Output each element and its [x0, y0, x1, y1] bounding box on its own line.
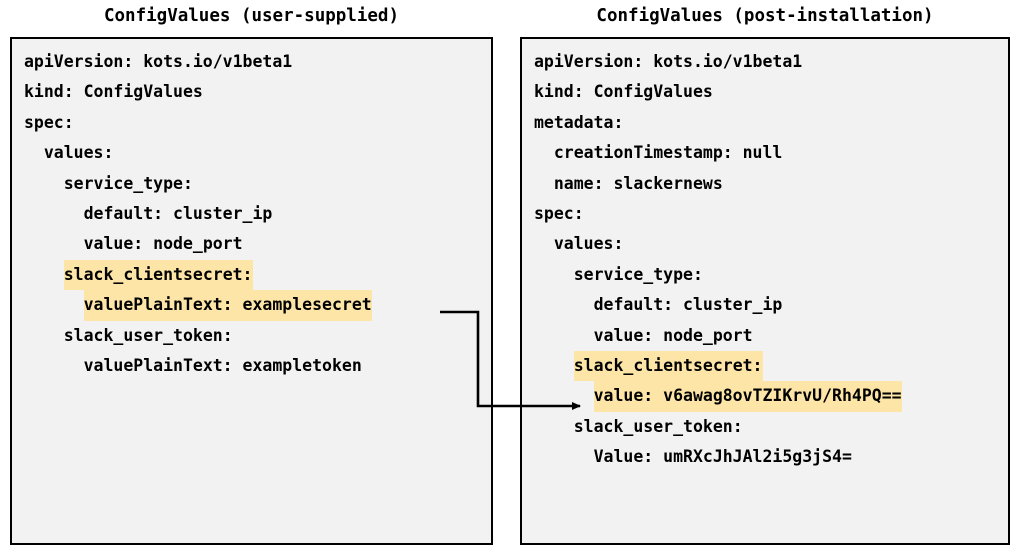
yaml-line: service_type:: [12, 169, 491, 199]
yaml-line: spec:: [12, 108, 491, 138]
yaml-line: creationTimestamp: null: [522, 138, 1008, 168]
yaml-indent: [534, 295, 594, 314]
yaml-text: slack_user_token:: [573, 416, 743, 436]
yaml-indent: [24, 295, 84, 314]
right-panel-title: ConfigValues (post-installation): [596, 6, 934, 26]
yaml-indent: [24, 204, 84, 223]
yaml-indent: [534, 447, 594, 466]
yaml-indent: [534, 386, 594, 405]
yaml-text: apiVersion: kots.io/v1beta1: [24, 52, 293, 71]
yaml-text: valuePlainText: exampletoken: [83, 355, 362, 375]
yaml-line: service_type:: [522, 260, 1008, 290]
right-config-values-panel: apiVersion: kots.io/v1beta1 kind: ConfigV…: [520, 37, 1010, 545]
yaml-line: value: node_port: [522, 321, 1008, 351]
yaml-indent: [534, 143, 554, 162]
yaml-text: slack_user_token:: [63, 325, 233, 345]
yaml-indent: [534, 265, 574, 284]
yaml-line: values:: [522, 229, 1008, 259]
yaml-text: kind: ConfigValues: [534, 82, 713, 102]
yaml-text: service_type:: [573, 264, 703, 284]
yaml-line: default: cluster_ip: [12, 199, 491, 229]
yaml-line: metadata:: [522, 108, 1008, 138]
yaml-text: apiVersion: kots.io/v1beta1: [534, 52, 803, 71]
right-yaml-code-block: apiVersion: kots.io/v1beta1 kind: ConfigV…: [522, 47, 1008, 472]
left-panel-title: ConfigValues (user-supplied): [103, 6, 399, 26]
yaml-indent: [24, 265, 64, 284]
yaml-line: Value: umRXcJhJAl2i5g3jS4=: [522, 442, 1008, 472]
yaml-text: spec:: [534, 203, 584, 223]
yaml-text: Value: umRXcJhJAl2i5g3jS4=: [593, 447, 852, 467]
yaml-line: value: node_port: [12, 229, 491, 259]
yaml-line: valuePlainText: exampletoken: [12, 351, 491, 381]
yaml-text: metadata:: [534, 112, 624, 132]
yaml-text: name: slackernews: [553, 173, 723, 193]
yaml-indent: [24, 234, 84, 253]
yaml-indent: [24, 174, 64, 193]
yaml-indent: [534, 234, 554, 253]
yaml-line: slack_clientsecret:: [522, 350, 1008, 382]
yaml-indent: [24, 356, 84, 375]
yaml-highlighted-text: slack_clientsecret:: [63, 259, 253, 291]
yaml-line: valuePlainText: examplesecret: [12, 290, 491, 321]
yaml-text: spec:: [24, 112, 74, 132]
yaml-line: apiVersion: kots.io/v1beta1: [522, 47, 1008, 77]
yaml-text: default: cluster_ip: [83, 203, 273, 223]
yaml-indent: [534, 174, 554, 193]
yaml-line: spec:: [522, 199, 1008, 229]
left-yaml-code-block: apiVersion: kots.io/v1beta1 kind: ConfigV…: [12, 47, 491, 381]
yaml-indent: [24, 143, 44, 162]
yaml-indent: [24, 326, 64, 345]
yaml-highlighted-text: slack_clientsecret:: [573, 350, 763, 382]
yaml-indent: [534, 356, 574, 375]
yaml-line: values:: [12, 138, 491, 168]
yaml-text: value: node_port: [83, 234, 243, 254]
yaml-text: values:: [553, 234, 624, 254]
yaml-text: service_type:: [63, 173, 193, 193]
yaml-text: creationTimestamp: null: [553, 143, 783, 163]
yaml-text: default: cluster_ip: [593, 295, 783, 315]
yaml-line: slack_user_token:: [522, 412, 1008, 442]
yaml-line: slack_clientsecret:: [12, 259, 491, 291]
yaml-line: slack_user_token:: [12, 321, 491, 351]
yaml-line: apiVersion: kots.io/v1beta1: [12, 47, 491, 77]
yaml-line: default: cluster_ip: [522, 290, 1008, 320]
yaml-line: name: slackernews: [522, 169, 1008, 199]
yaml-line: kind: ConfigValues: [522, 77, 1008, 107]
yaml-line: kind: ConfigValues: [12, 77, 491, 107]
yaml-text: kind: ConfigValues: [24, 82, 203, 102]
left-config-values-panel: apiVersion: kots.io/v1beta1 kind: ConfigV…: [10, 37, 493, 545]
yaml-highlighted-text: value: v6awag8ovTZIKrvU/Rh4PQ==: [593, 381, 902, 412]
yaml-line: value: v6awag8ovTZIKrvU/Rh4PQ==: [522, 381, 1008, 412]
yaml-text: value: node_port: [593, 325, 753, 345]
yaml-indent: [534, 417, 574, 436]
yaml-highlighted-text: valuePlainText: examplesecret: [83, 290, 372, 321]
yaml-text: values:: [43, 143, 114, 163]
yaml-indent: [534, 326, 594, 345]
